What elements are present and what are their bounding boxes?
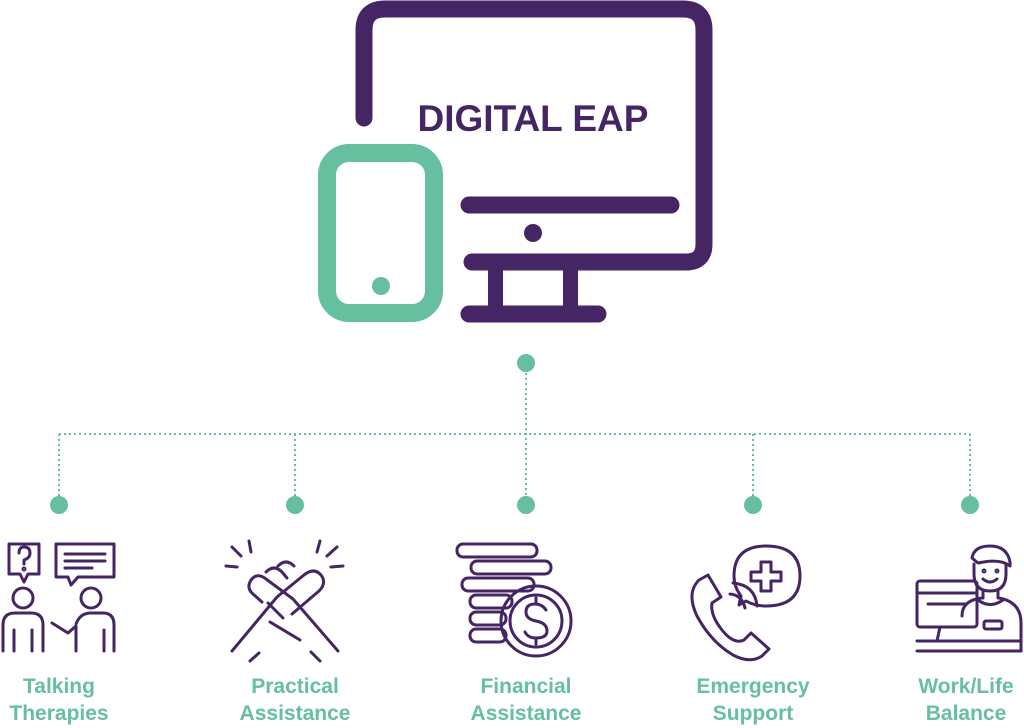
tablet-home-dot bbox=[372, 277, 390, 295]
service-label-practical-line2: Assistance bbox=[240, 702, 351, 725]
connector-node-emergency bbox=[744, 496, 762, 514]
phone-medical-icon bbox=[690, 544, 802, 662]
service-label-financial-line1: Financial bbox=[480, 675, 571, 698]
service-label-talking-line2: Therapies bbox=[9, 702, 108, 725]
service-label-financial-line2: Assistance bbox=[471, 702, 582, 725]
service-label-emergency-line1: Emergency bbox=[696, 675, 810, 698]
diagram-title: DIGITAL EAP bbox=[418, 98, 649, 139]
monitor-icon bbox=[355, 0, 713, 323]
service-label-emergency-line2: Support bbox=[713, 702, 793, 725]
connector-node-practical bbox=[286, 496, 304, 514]
tablet-icon bbox=[318, 144, 443, 322]
connector-node-worklife bbox=[961, 496, 979, 514]
monitor-power-dot bbox=[524, 224, 542, 242]
service-label-practical-line1: Practical bbox=[251, 675, 339, 698]
connector-node-financial bbox=[517, 496, 535, 514]
monitor-stand-right bbox=[563, 262, 578, 312]
service-label-worklife-line2: Balance bbox=[926, 702, 1007, 725]
talking-therapies-icon bbox=[1, 542, 116, 653]
service-label-worklife-line1: Work/Life bbox=[918, 675, 1013, 698]
connector-lines bbox=[58, 368, 971, 505]
person-at-computer-icon bbox=[915, 544, 1023, 653]
coins-dollar-icon bbox=[455, 542, 573, 658]
service-label-talking-line1: Talking bbox=[23, 675, 95, 698]
monitor-stand-left bbox=[488, 262, 503, 312]
handshake-icon bbox=[224, 539, 345, 663]
connector-node-talking bbox=[50, 496, 68, 514]
connector-root-node bbox=[517, 354, 535, 372]
